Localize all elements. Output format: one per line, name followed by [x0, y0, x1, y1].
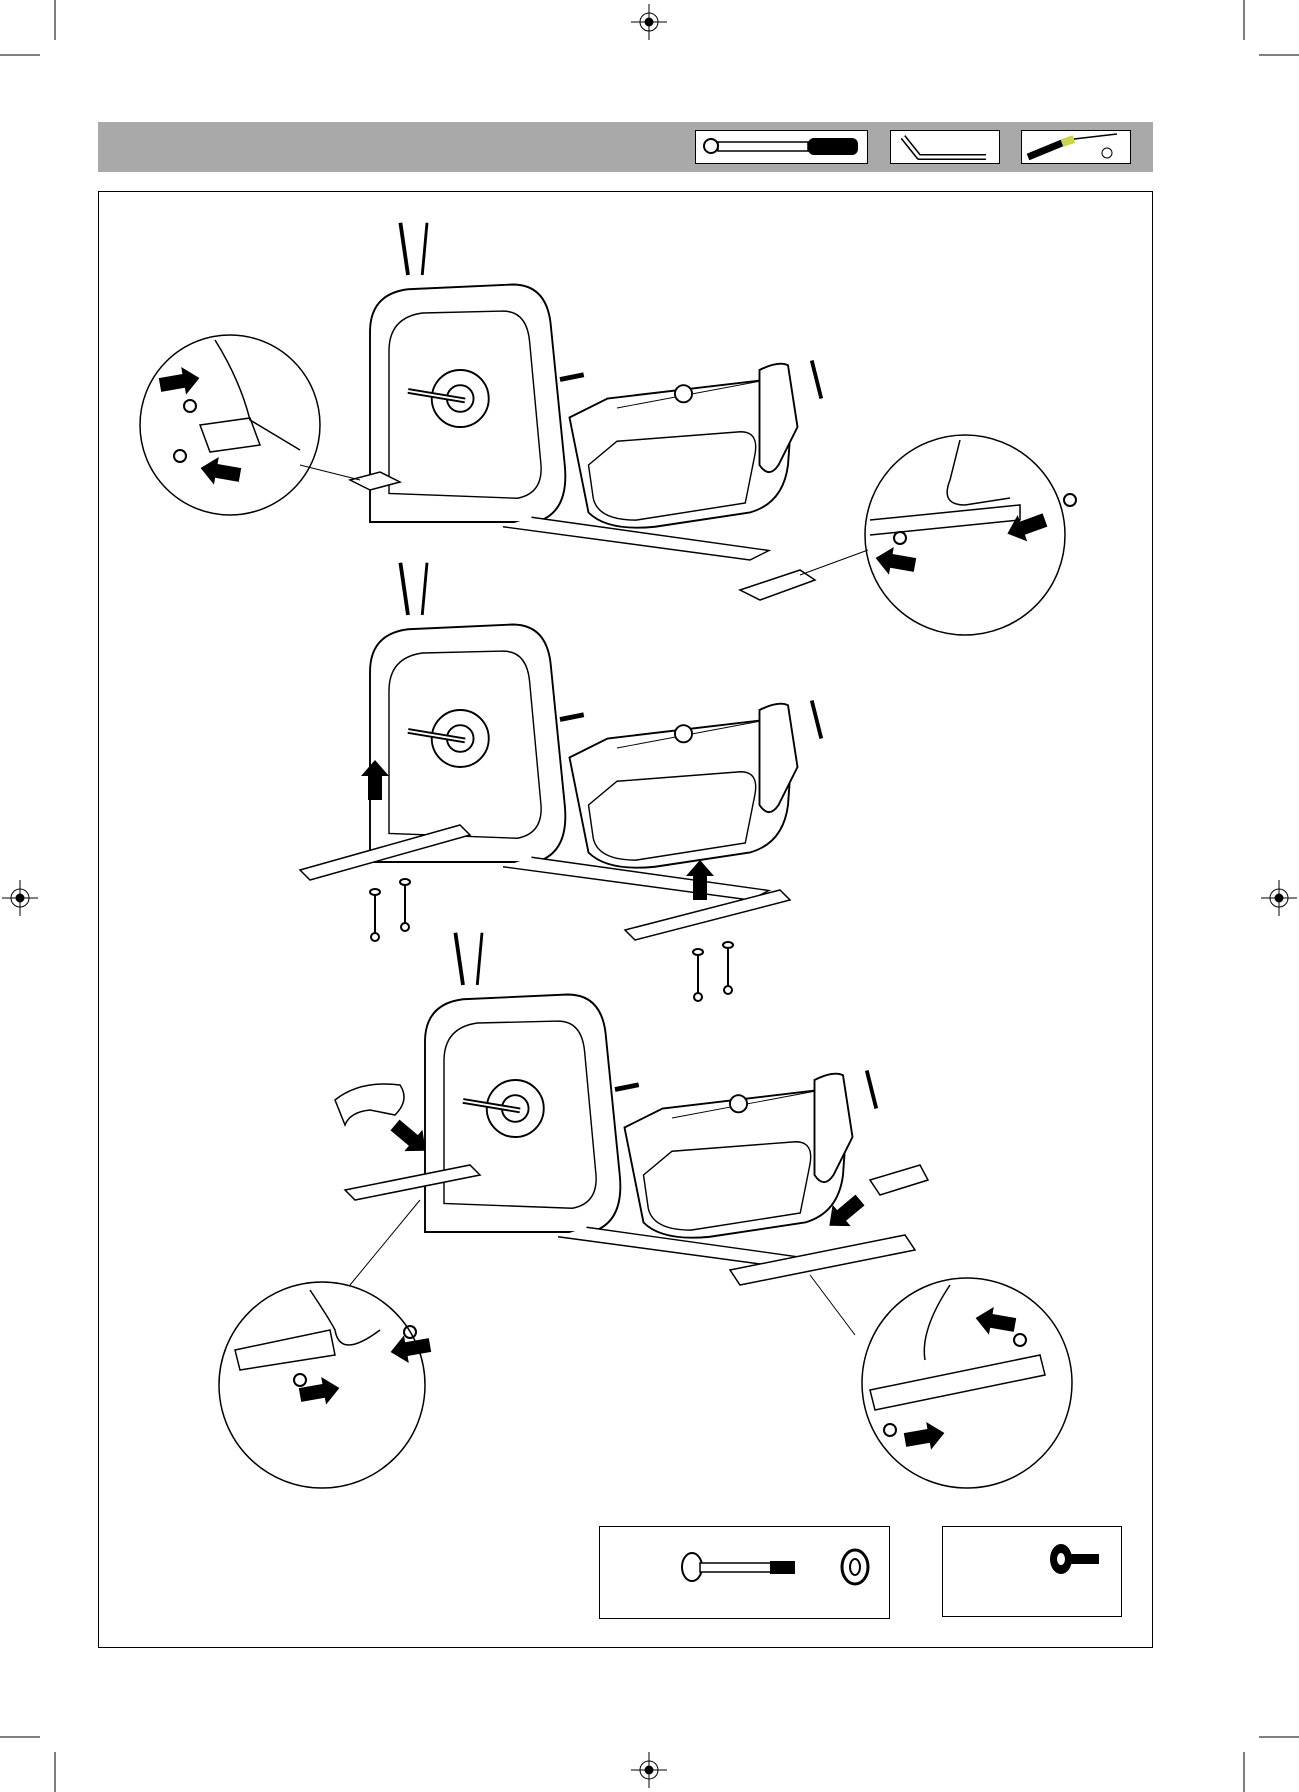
- step-3-illustration: [219, 933, 1072, 1488]
- step-2-illustration: [300, 563, 821, 1001]
- parts-box-bolts: [599, 1526, 890, 1619]
- step-1-illustration: [140, 223, 1076, 635]
- carriage-bolt-and-washer-icon: [600, 1527, 888, 1617]
- parts-box-screw: [942, 1526, 1122, 1617]
- cover-screw-icon: [943, 1527, 1120, 1615]
